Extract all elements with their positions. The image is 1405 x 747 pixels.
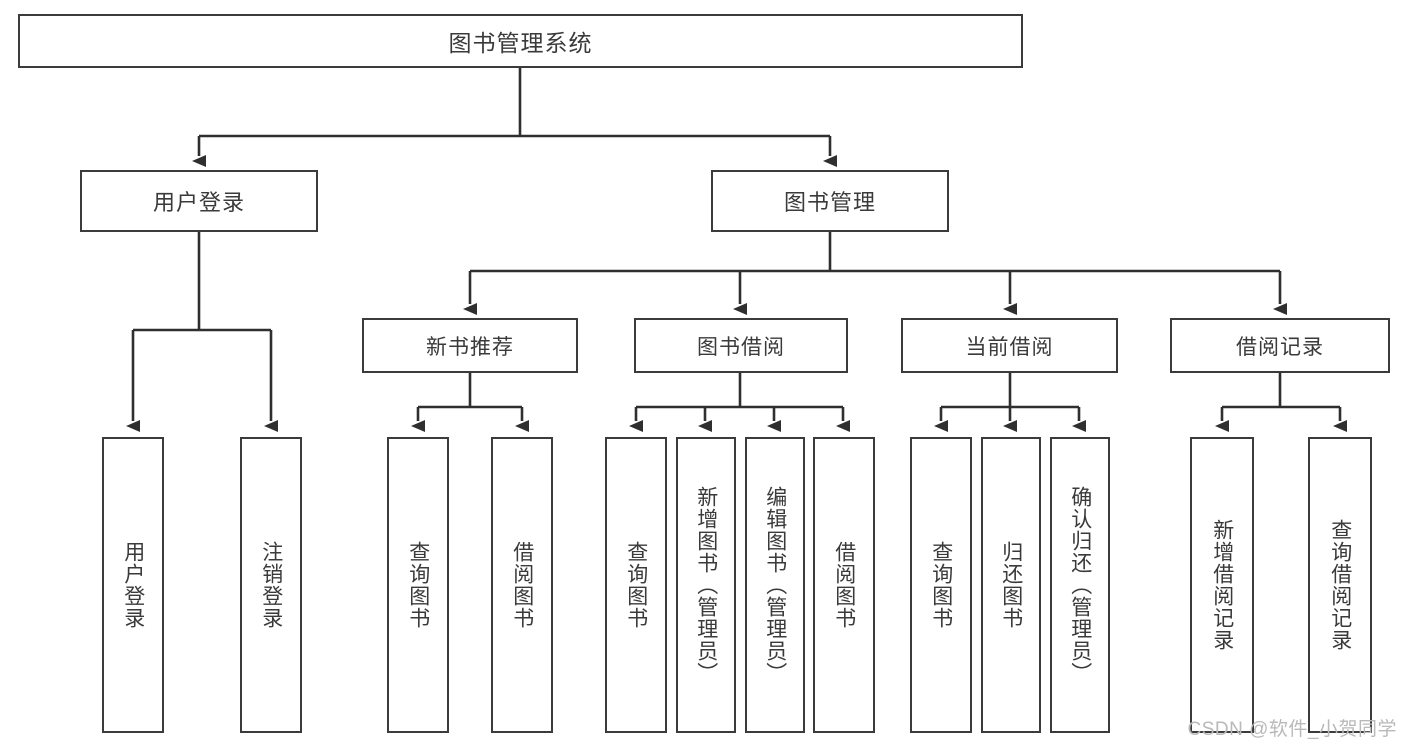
node-label: 图书管理 — [783, 190, 876, 215]
leaf-newbook-borrow-book[interactable]: 借阅图书 — [491, 437, 553, 733]
leaf-borrow-query-book[interactable]: 查询图书 — [605, 437, 667, 733]
node-label: 新书推荐 — [426, 335, 514, 359]
node-label: 查询图书 — [929, 541, 953, 629]
node-label: 借阅记录 — [1236, 335, 1324, 359]
node-label: 查询图书 — [406, 541, 430, 629]
leaf-user-login-signin[interactable]: 用户登录 — [102, 437, 164, 733]
node-label: 借阅图书 — [510, 541, 534, 629]
leaf-borrow-add-book-admin[interactable]: 新增图书（管理员） — [676, 437, 736, 733]
node-label: 当前借阅 — [965, 335, 1054, 359]
node-label: 查询图书 — [624, 541, 648, 629]
node-user-login[interactable]: 用户登录 — [80, 170, 318, 232]
node-label: 查询借阅记录 — [1328, 519, 1352, 651]
node-root-system[interactable]: 图书管理系统 — [18, 14, 1023, 68]
node-book-borrow[interactable]: 图书借阅 — [634, 318, 848, 373]
node-label: 用户登录 — [152, 190, 245, 215]
node-label: 新增借阅记录 — [1210, 519, 1234, 651]
node-borrow-record[interactable]: 借阅记录 — [1170, 318, 1390, 373]
leaf-record-add-record[interactable]: 新增借阅记录 — [1190, 437, 1254, 733]
leaf-borrow-edit-book-admin[interactable]: 编辑图书（管理员） — [745, 437, 805, 733]
node-label: 新增图书（管理员） — [694, 486, 718, 684]
leaf-newbook-query-book[interactable]: 查询图书 — [387, 437, 449, 733]
leaf-user-login-signout[interactable]: 注销登录 — [240, 437, 302, 733]
node-new-book-recommend[interactable]: 新书推荐 — [362, 318, 578, 373]
node-label: 注销登录 — [259, 541, 283, 629]
leaf-current-query-book[interactable]: 查询图书 — [910, 437, 972, 733]
leaf-record-query-record[interactable]: 查询借阅记录 — [1308, 437, 1372, 733]
node-label: 编辑图书（管理员） — [763, 486, 787, 684]
node-label: 图书管理系统 — [448, 30, 593, 56]
leaf-current-confirm-return-admin[interactable]: 确认归还（管理员） — [1050, 437, 1110, 733]
node-label: 借阅图书 — [832, 541, 856, 629]
node-label: 用户登录 — [121, 541, 145, 629]
leaf-current-return-book[interactable]: 归还图书 — [981, 437, 1041, 733]
watermark-text: CSDN @软件_小贺同学 — [1187, 719, 1397, 740]
node-label: 确认归还（管理员） — [1068, 486, 1092, 684]
node-label: 图书借阅 — [697, 335, 785, 359]
node-label: 归还图书 — [999, 541, 1023, 629]
node-book-management[interactable]: 图书管理 — [711, 170, 949, 232]
leaf-borrow-borrow-book[interactable]: 借阅图书 — [813, 437, 875, 733]
node-current-borrow[interactable]: 当前借阅 — [901, 318, 1118, 373]
